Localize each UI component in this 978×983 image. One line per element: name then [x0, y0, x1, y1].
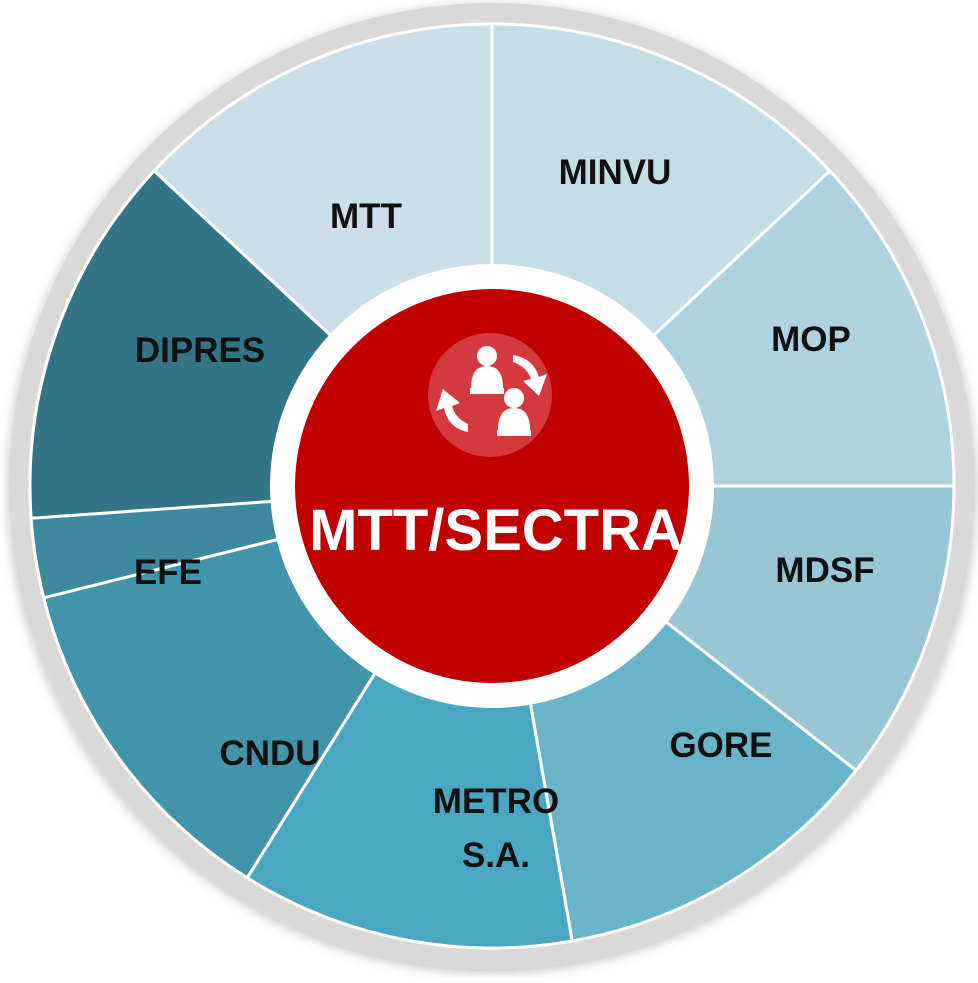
- segment-label-line: MDSF: [775, 551, 874, 590]
- segment-label-mtt: MTT: [330, 197, 402, 236]
- segment-label-gore: GORE: [669, 726, 772, 765]
- segment-label-mop: MOP: [771, 320, 851, 359]
- people-exchange-icon: [428, 333, 552, 457]
- segment-label-minvu: MINVU: [559, 153, 672, 192]
- segment-label-line: MOP: [771, 320, 851, 359]
- center-circle: [295, 289, 689, 683]
- segment-label-line: METRO: [433, 782, 559, 821]
- segments: MTT MINVU MOP MDSF GORE METRO S.A. CNDU EFE DIPRE…: [28, 22, 956, 950]
- segment-label-dipres: DIPRES: [135, 331, 265, 370]
- segment-label-metro: METRO S.A.: [433, 782, 559, 875]
- segment-label-line: S.A.: [462, 836, 530, 875]
- segment-label-efe: EFE: [134, 553, 202, 592]
- segment-label-line: MTT: [330, 197, 402, 236]
- segment-label-cndu: CNDU: [219, 734, 320, 773]
- segment-label-mdsf: MDSF: [775, 551, 874, 590]
- segment-label-line: EFE: [134, 553, 202, 592]
- segment-label-line: GORE: [669, 726, 772, 765]
- center-title: MTT/SECTRA: [309, 498, 683, 563]
- segment-label-line: CNDU: [219, 734, 320, 773]
- segment-label-line: MINVU: [559, 153, 672, 192]
- segment-label-line: DIPRES: [135, 331, 265, 370]
